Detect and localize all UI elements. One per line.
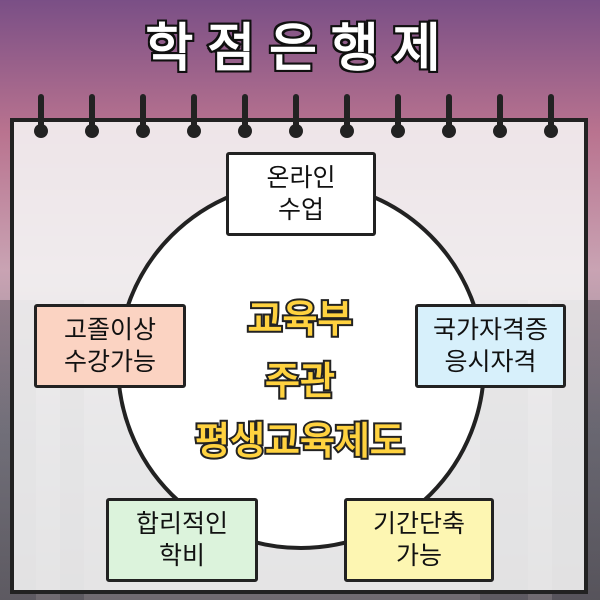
feature-box-line1: 합리적인 [135, 509, 228, 538]
feature-box-line2: 가능 [395, 541, 442, 570]
feature-box-tuition: 합리적인 학비 [106, 498, 258, 582]
binder-ring-icon [441, 94, 457, 138]
feature-box-eligibility: 고졸이상 수강가능 [34, 304, 186, 388]
feature-box-line2: 학비 [158, 541, 205, 570]
binder-ring-icon [492, 94, 508, 138]
binder-ring-icon [186, 94, 202, 138]
center-label-line1: 교육부 [246, 295, 355, 343]
binder-ring-icon [339, 94, 355, 138]
feature-box-line1: 온라인 [266, 163, 336, 192]
binder-ring-icon [237, 94, 253, 138]
center-label-line3: 평생교육제도 [193, 417, 407, 465]
center-label-line2: 주관 [263, 357, 337, 405]
feature-box-line2: 수강가능 [63, 347, 156, 376]
feature-box-shorten: 기간단축 가능 [344, 498, 494, 582]
binder-ring-icon [33, 94, 49, 138]
feature-box-line2: 수업 [277, 195, 324, 224]
page-title: 학점은행제 [143, 17, 455, 81]
feature-box-line2: 응시자격 [444, 347, 537, 376]
feature-box-online: 온라인 수업 [226, 152, 376, 236]
binder-ring-icon [390, 94, 406, 138]
binder-ring-icon [543, 94, 559, 138]
feature-box-certificate: 국가자격증 응시자격 [415, 304, 566, 388]
feature-box-line1: 기간단축 [372, 509, 465, 538]
feature-box-line1: 국가자격증 [432, 315, 548, 344]
feature-box-line1: 고졸이상 [63, 315, 156, 344]
binder-ring-icon [84, 94, 100, 138]
binder-ring-icon [288, 94, 304, 138]
binder-ring-icon [135, 94, 151, 138]
